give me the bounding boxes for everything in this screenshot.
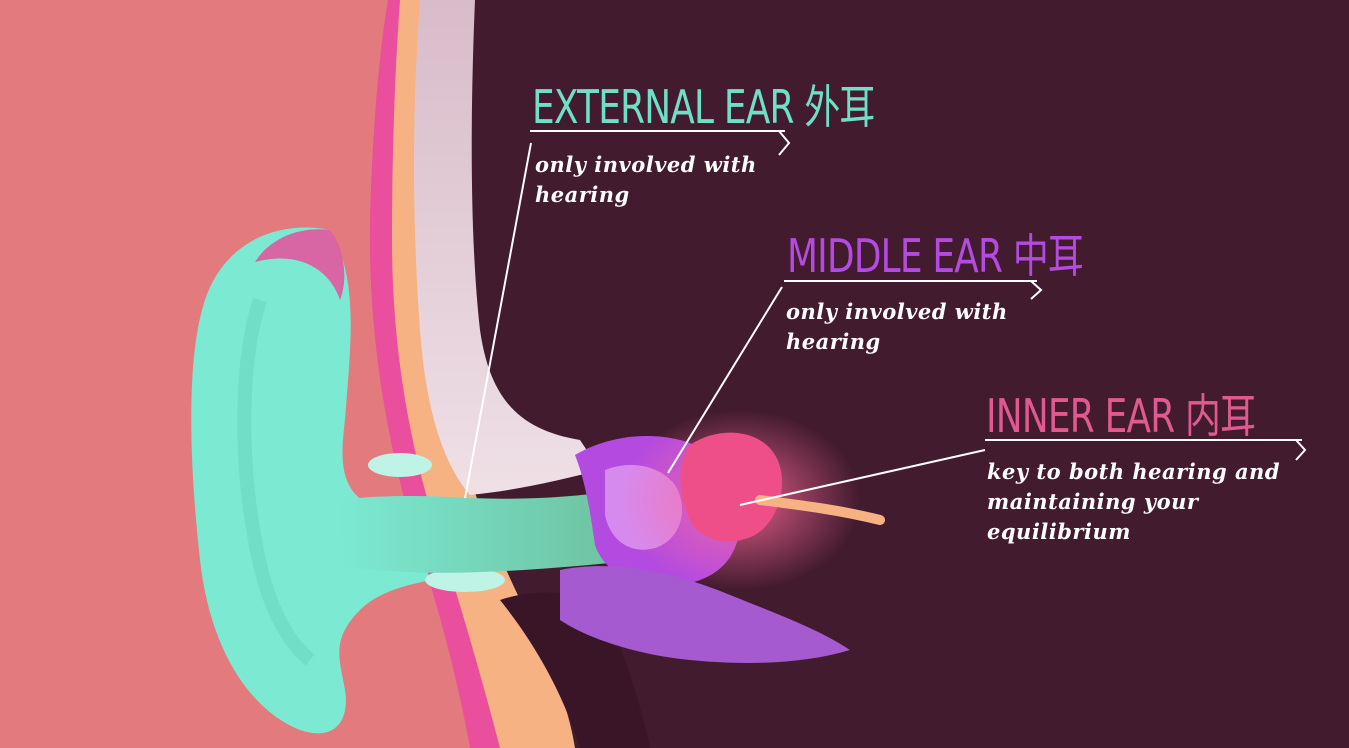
- external-bracket: [778, 130, 791, 156]
- inner-bracket: [1295, 439, 1307, 461]
- leader-lines: [464, 130, 1307, 506]
- auditory-nerve: [755, 495, 885, 525]
- cochlea: [680, 432, 783, 542]
- auricle-edge: [255, 229, 345, 300]
- middle-ear-description: only involved with hearing: [786, 299, 1008, 354]
- middle-ear-title: MIDDLE EAR 中耳: [787, 229, 1084, 283]
- external-ear-title: EXTERNAL EAR 外耳: [532, 80, 875, 134]
- external-pointer: [464, 142, 532, 499]
- cartilage-highlight: [368, 453, 432, 477]
- external-ear-description: only involved with hearing: [535, 152, 757, 207]
- inner-pointer: [739, 449, 986, 506]
- ear-canal: [340, 490, 640, 573]
- middle-bracket: [1030, 280, 1043, 300]
- auricle-fold: [237, 297, 315, 666]
- skull-bone: [414, 0, 600, 495]
- eustachian-region: [560, 566, 850, 663]
- inner-ear-description: key to both hearing and maintaining your…: [987, 459, 1281, 544]
- middle-pointer: [667, 286, 783, 474]
- inner-ear-title: INNER EAR 内耳: [986, 389, 1256, 443]
- cartilage-highlight-lower: [425, 568, 505, 592]
